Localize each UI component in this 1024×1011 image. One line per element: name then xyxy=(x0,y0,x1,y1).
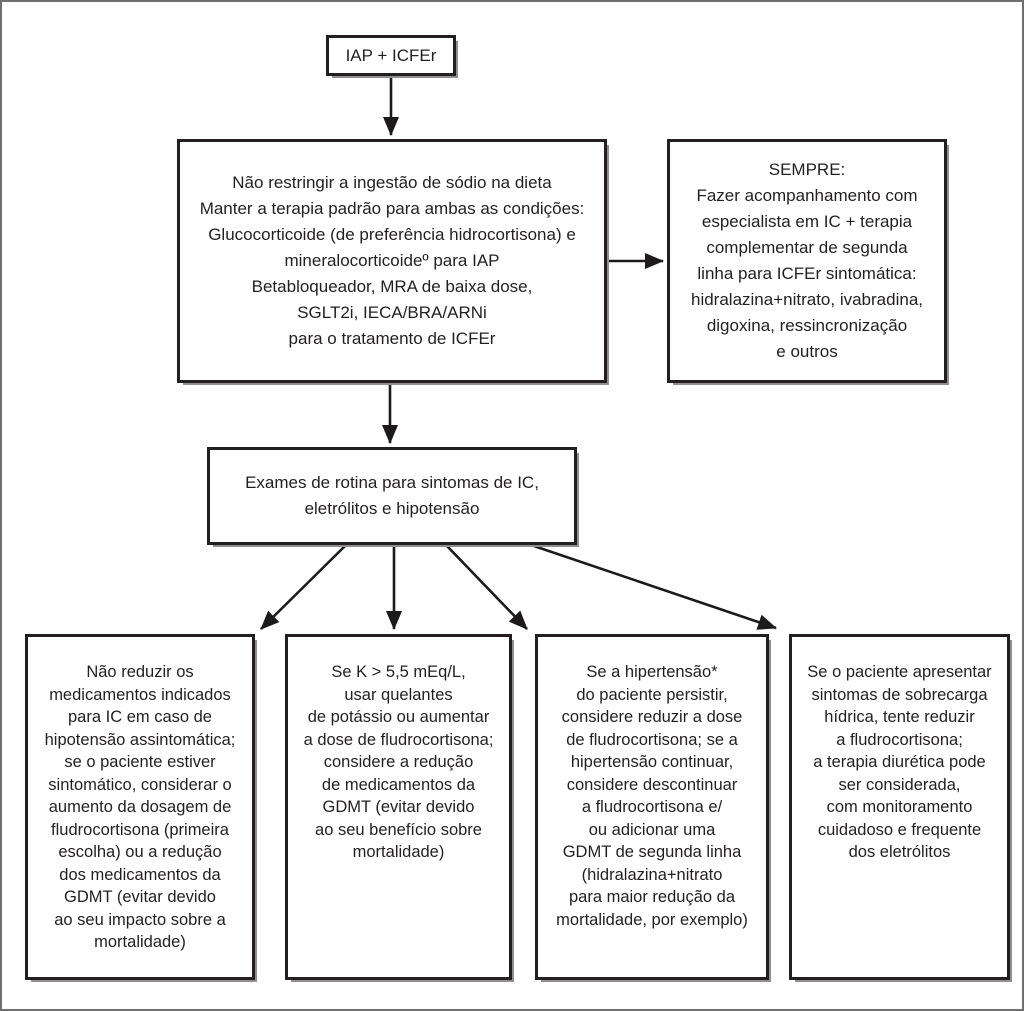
node-branch-hyperkalemia: Se K > 5,5 mEq/L, usar quelantes de potá… xyxy=(285,634,512,980)
node-routine-exams: Exames de rotina para sintomas de IC, el… xyxy=(207,447,577,545)
node-branch-hypotension: Não reduzir os medicamentos indicados pa… xyxy=(25,634,255,980)
node-branch-hypertension: Se a hipertensão* do paciente persistir,… xyxy=(535,634,769,980)
node-branch-hypotension-text: Não reduzir os medicamentos indicados pa… xyxy=(44,663,236,951)
node-branch-fluid-overload: Se o paciente apresentar sintomas de sob… xyxy=(789,634,1010,980)
node-always-followup: SEMPRE: Fazer acompanhamento com especia… xyxy=(667,139,947,383)
node-branch-hypertension-text: Se a hipertensão* do paciente persistir,… xyxy=(556,663,748,929)
node-branch-fluid-overload-text: Se o paciente apresentar sintomas de sob… xyxy=(807,663,992,861)
node-always-followup-text: SEMPRE: Fazer acompanhamento com especia… xyxy=(690,160,923,361)
node-start: IAP + ICFEr xyxy=(326,35,456,76)
arrow-exams-to-branch-2 xyxy=(446,545,528,630)
node-branch-hyperkalemia-text: Se K > 5,5 mEq/L, usar quelantes de potá… xyxy=(303,663,494,861)
node-standard-therapy: Não restringir a ingestão de sódio na di… xyxy=(177,139,607,383)
node-standard-therapy-text: Não restringir a ingestão de sódio na di… xyxy=(199,173,585,348)
arrow-exams-to-branch-3 xyxy=(533,544,777,630)
arrow-exams-to-branch-0 xyxy=(260,545,346,630)
node-start-text: IAP + ICFEr xyxy=(345,45,437,65)
node-routine-exams-text: Exames de rotina para sintomas de IC, el… xyxy=(245,473,539,518)
